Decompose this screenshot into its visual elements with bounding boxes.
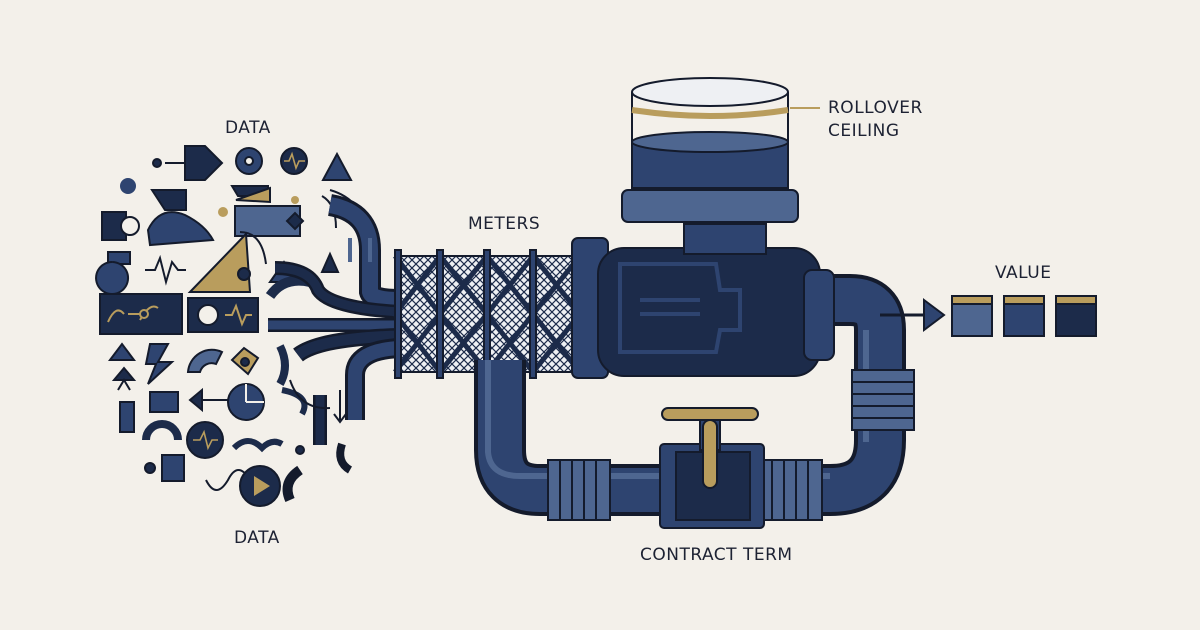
arrow-head-shape (184, 145, 224, 181)
triangle-shape (321, 151, 353, 181)
rollover-label-line1: ROLLOVER (828, 98, 923, 118)
contract-term-label: CONTRACT TERM (640, 545, 793, 565)
meters-filter (391, 249, 584, 379)
return-loop-pipe (474, 274, 915, 529)
meters-label: METERS (468, 214, 541, 234)
value-output (880, 295, 1097, 337)
value-label: VALUE (995, 263, 1052, 283)
data-label-top: DATA (225, 118, 271, 138)
converging-pipes (268, 194, 401, 503)
rollover-label-line2: CEILING (828, 121, 900, 141)
data-label-bottom: DATA (234, 528, 280, 548)
dot-shape (152, 158, 162, 168)
rollover-ceiling-container (621, 77, 820, 255)
processing-tank (571, 237, 835, 379)
